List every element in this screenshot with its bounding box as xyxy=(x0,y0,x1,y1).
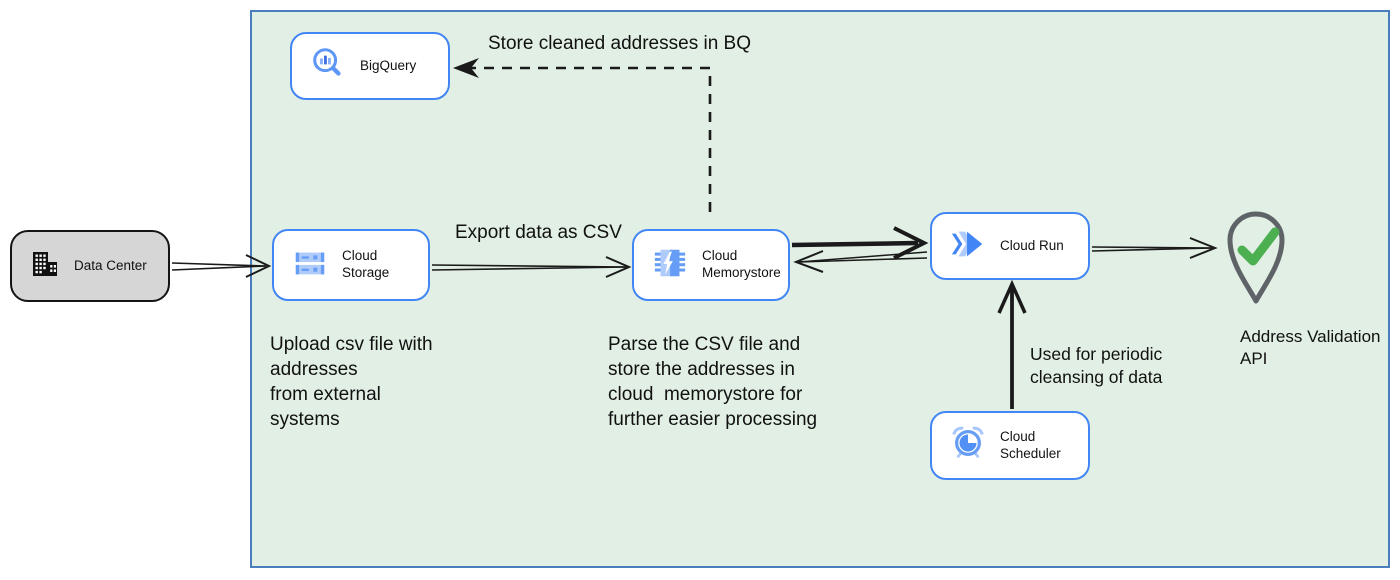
node-label-cloud-scheduler: Cloud Scheduler xyxy=(1000,428,1061,461)
node-cloud-run[interactable]: Cloud Run xyxy=(930,212,1090,280)
location-pin-check-icon xyxy=(1221,211,1291,312)
run-chevrons-icon xyxy=(950,229,986,264)
node-label-cloud-memorystore: Cloud Memorystore xyxy=(702,248,781,280)
node-address-validation-api[interactable] xyxy=(1221,208,1291,313)
annotation-upload-csv: Upload csv file with addresses from exte… xyxy=(270,334,433,431)
node-data-center[interactable]: Data Center xyxy=(10,230,170,302)
alarm-clock-icon xyxy=(950,425,986,466)
annotation-export-data-csv: Export data as CSV xyxy=(455,222,622,243)
node-label-cloud-storage: Cloud Storage xyxy=(342,248,390,280)
annotation-periodic-cleansing: Used for periodic cleansing of data xyxy=(1030,344,1163,387)
node-label-cloud-run: Cloud Run xyxy=(1000,237,1064,253)
memory-chip-bolt-icon xyxy=(652,245,688,286)
annotation-store-cleaned-addresses: Store cleaned addresses in BQ xyxy=(488,33,751,54)
storage-buckets-icon xyxy=(292,245,328,286)
bigquery-magnifier-chart-icon xyxy=(310,46,346,87)
annotation-parse-csv: Parse the CSV file and store the address… xyxy=(608,334,818,431)
node-cloud-storage[interactable]: Cloud Storage xyxy=(272,229,430,301)
node-cloud-scheduler[interactable]: Cloud Scheduler xyxy=(930,411,1090,480)
gcp-boundary-region xyxy=(250,10,1390,568)
node-label-data-center: Data Center xyxy=(74,257,147,273)
node-label-address-validation-api: Address Validation API xyxy=(1240,327,1381,369)
node-label-bigquery: BigQuery xyxy=(360,57,417,73)
node-bigquery[interactable]: BigQuery xyxy=(290,32,450,100)
building-icon xyxy=(30,249,60,284)
node-cloud-memorystore[interactable]: Cloud Memorystore xyxy=(632,229,790,301)
